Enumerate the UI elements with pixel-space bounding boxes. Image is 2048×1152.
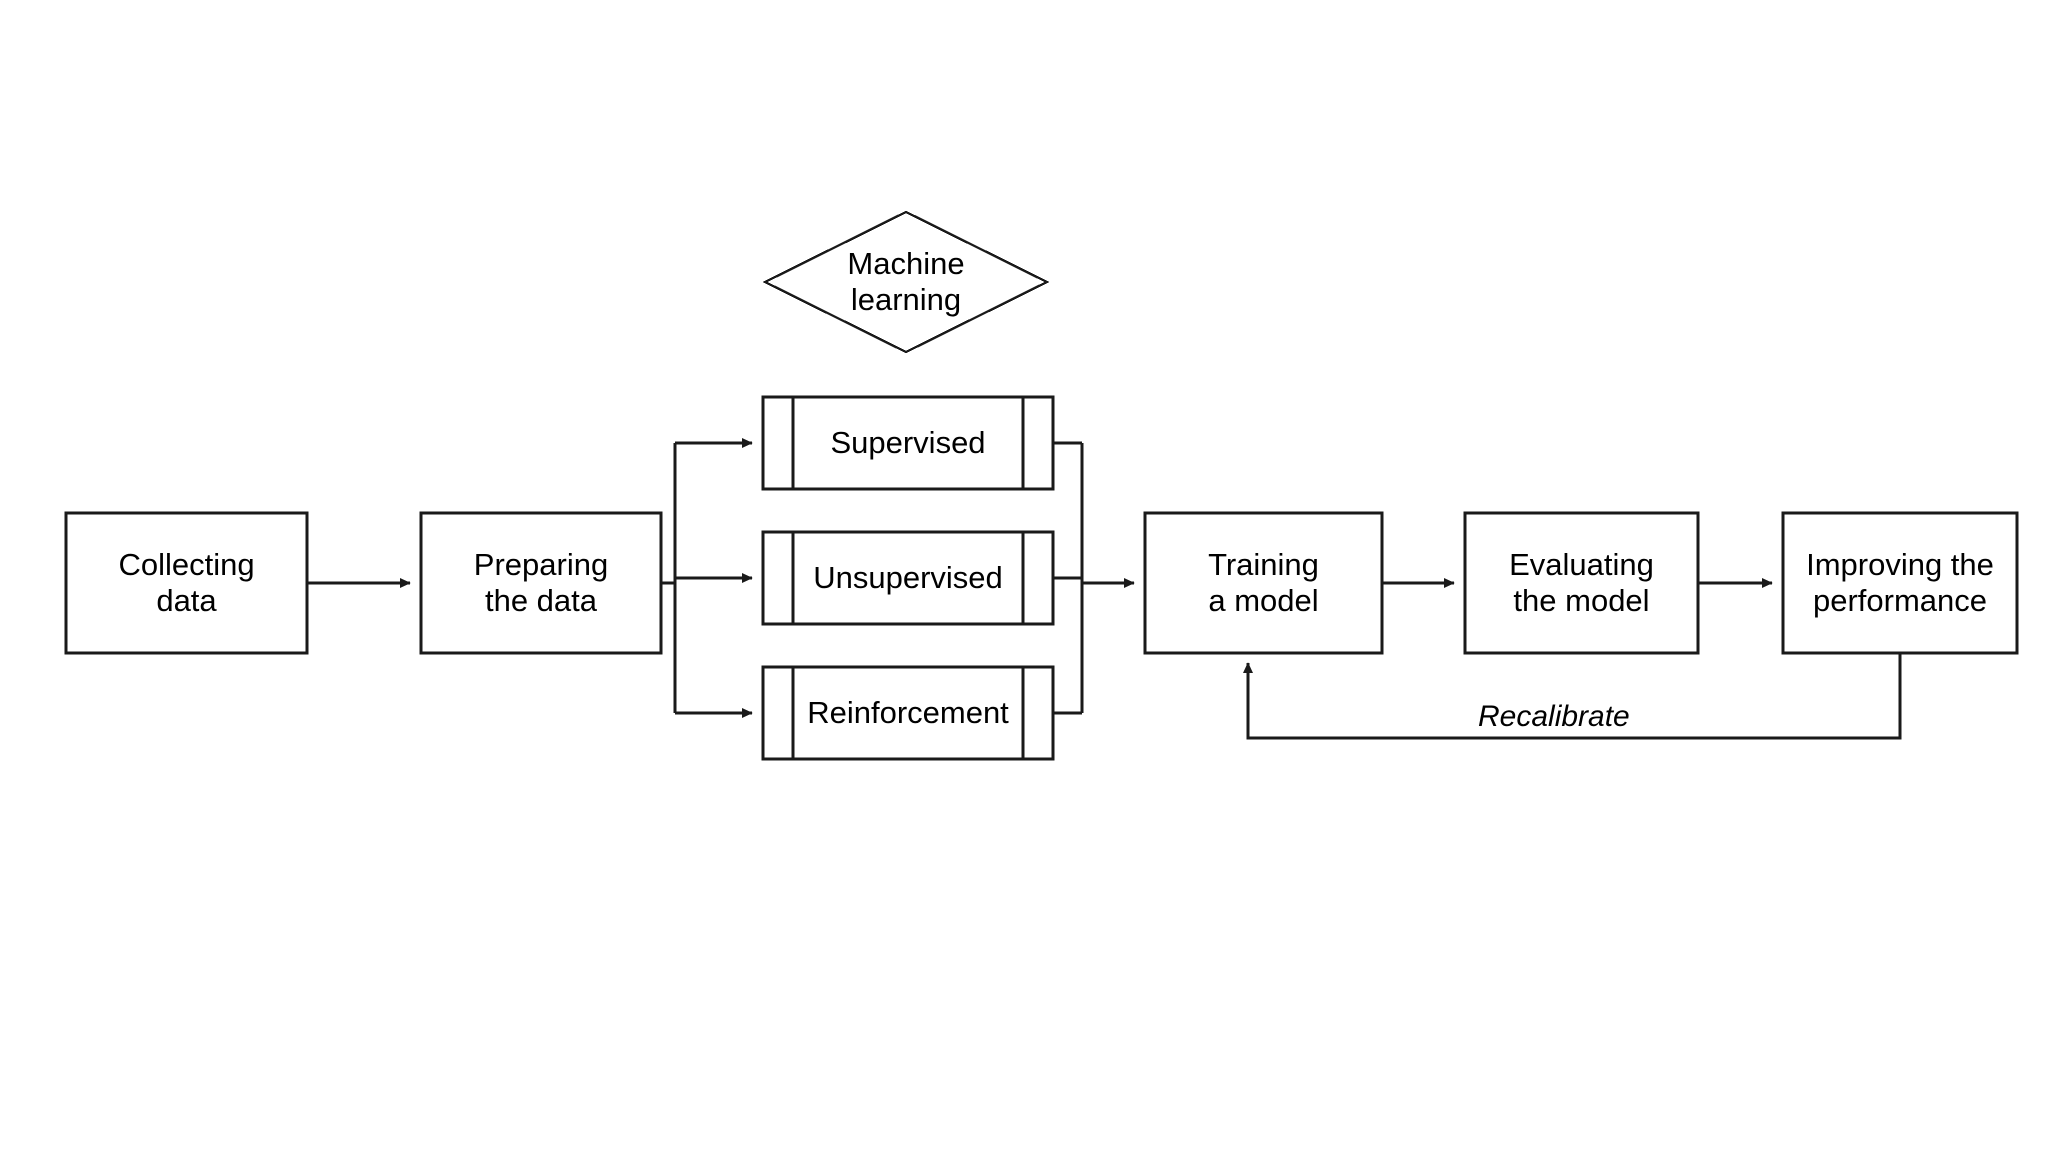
node-reinforcement[interactable] xyxy=(761,665,1055,761)
node-collecting-data[interactable] xyxy=(64,511,309,655)
edge-recalibrate-loop xyxy=(1242,653,1902,740)
node-unsupervised[interactable] xyxy=(761,530,1055,626)
node-supervised[interactable] xyxy=(761,395,1055,491)
node-evaluating-model[interactable] xyxy=(1463,511,1700,655)
node-training-model[interactable] xyxy=(1143,511,1384,655)
node-machine-learning[interactable] xyxy=(762,210,1050,354)
node-preparing-data[interactable] xyxy=(419,511,663,655)
label-recalibrate: Recalibrate xyxy=(1478,700,1630,733)
node-improving-performance[interactable] xyxy=(1781,511,2019,655)
